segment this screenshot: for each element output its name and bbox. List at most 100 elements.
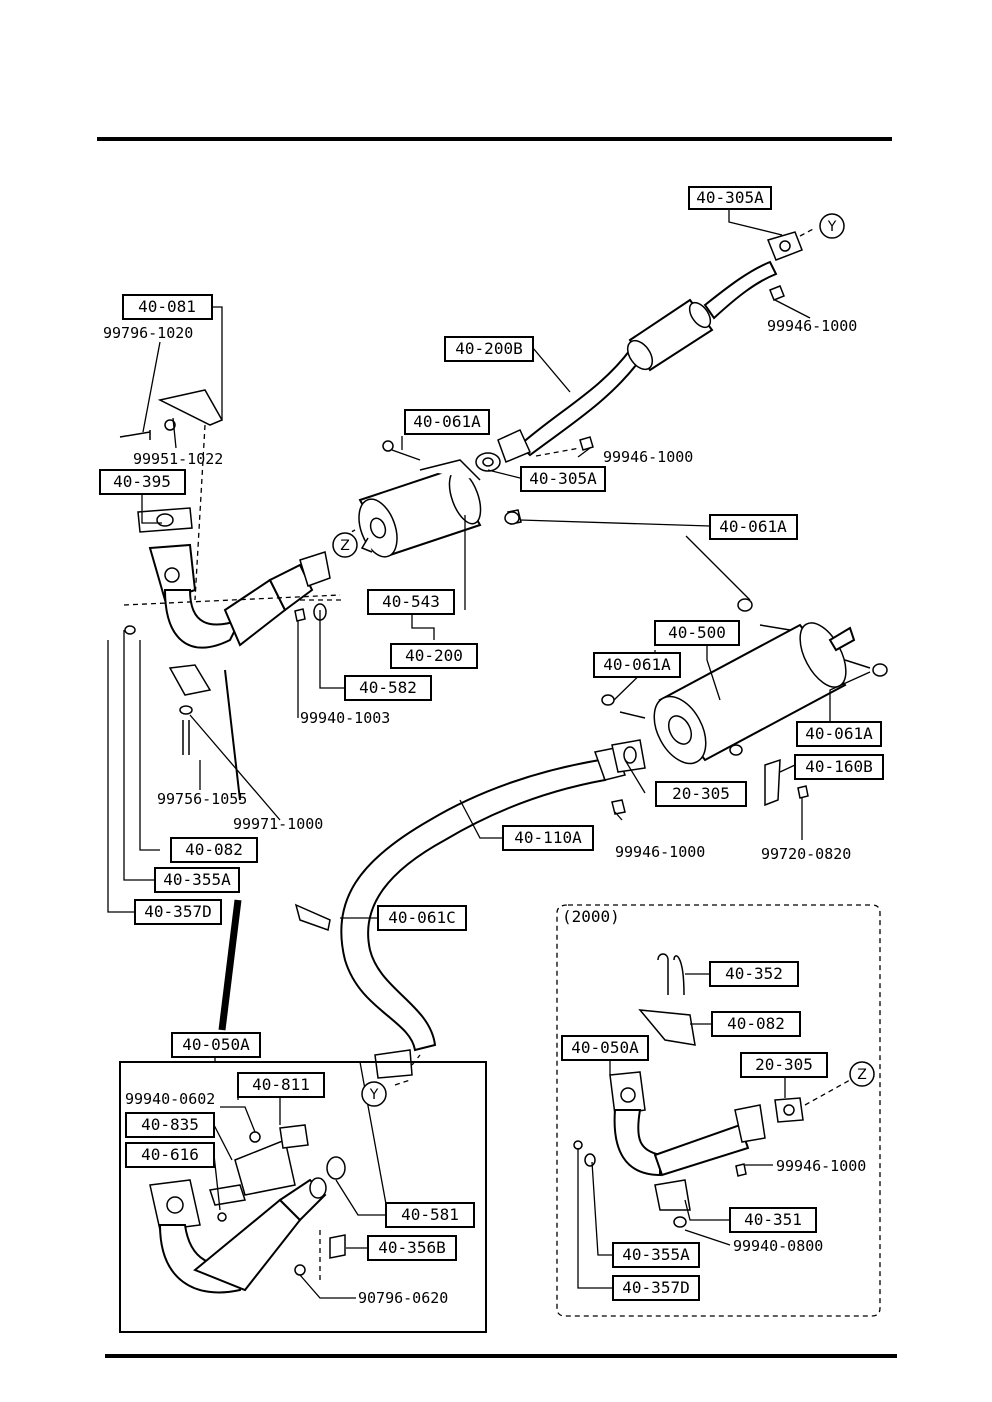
tail-pipe-drawing (497, 231, 803, 463)
part-label: 40-082 (170, 837, 258, 863)
inset-frame (119, 1061, 487, 1333)
part-number: 40-200B (455, 339, 522, 358)
part-label: 40-050A (171, 1032, 261, 1058)
part-number: 20-305 (755, 1055, 813, 1074)
part-number: 40-543 (382, 592, 440, 611)
part-label: 40-200B (444, 336, 534, 362)
part-number: 40-835 (141, 1115, 199, 1134)
part-number: 40-616 (141, 1145, 199, 1164)
gasket-drawing (475, 436, 594, 472)
part-number: 40-061A (413, 412, 481, 431)
rear-muffler-drawing (504, 511, 888, 807)
part-label: 40-050A (561, 1035, 649, 1061)
part-label: 40-081 (122, 294, 213, 320)
connection-marker-z: Z (332, 532, 358, 558)
part-number: 40-355A (163, 870, 231, 889)
svg-text:Z: Z (340, 538, 350, 554)
part-label: 40-500 (654, 620, 740, 646)
connection-markers: Y Z Y Z (332, 213, 875, 1107)
part-label: 40-305A (520, 466, 606, 492)
svg-text:Y: Y (827, 219, 837, 235)
part-label: 40-357D (134, 899, 222, 925)
ref-number: 99946-1000 (615, 843, 705, 861)
part-number: 40-500 (668, 623, 726, 642)
part-label: 20-305 (740, 1052, 828, 1078)
part-number: 40-061A (719, 517, 787, 536)
part-label: 40-581 (385, 1202, 475, 1228)
part-number: 40-581 (401, 1205, 459, 1224)
part-number: 40-200 (405, 646, 463, 665)
part-number: 40-357D (144, 902, 211, 921)
ref-number: 99946-1000 (603, 448, 693, 466)
part-number: 40-582 (359, 678, 417, 697)
part-label: 40-351 (729, 1207, 817, 1233)
part-number: 40-160B (805, 757, 872, 776)
inset-front-pipe-drawing (149, 1124, 346, 1294)
part-label: 40-543 (367, 589, 455, 615)
ref-number: 90796-0620 (358, 1289, 448, 1307)
center-pipe-drawing (294, 739, 646, 1079)
part-label: 40-160B (794, 754, 884, 780)
svg-text:Y: Y (369, 1087, 379, 1103)
ref-number: 99720-0820 (761, 845, 851, 863)
reference-numbers: 99796-1020 99946-1000 99951-1022 99946-1… (103, 317, 866, 1307)
part-label: 40-200 (390, 643, 478, 669)
variant-2000-drawing (573, 953, 804, 1228)
part-label: 40-395 (99, 469, 186, 495)
ref-number: 99940-0800 (733, 1237, 823, 1255)
part-label: 40-355A (612, 1242, 700, 1268)
part-number: 40-061A (805, 724, 873, 743)
part-label: 40-061A (404, 409, 490, 435)
part-label: 40-811 (237, 1072, 325, 1098)
part-label: 40-082 (711, 1011, 801, 1037)
ref-number: 99940-0602 (125, 1090, 215, 1108)
part-number: 40-811 (252, 1075, 310, 1094)
part-number: 40-081 (138, 297, 196, 316)
svg-text:Z: Z (857, 1067, 867, 1083)
part-number: 20-305 (672, 784, 730, 803)
part-label: 40-061A (796, 721, 882, 747)
connection-marker-y: Y (819, 213, 845, 239)
part-number: 40-050A (571, 1038, 639, 1057)
part-label: 40-835 (125, 1112, 215, 1138)
part-labels: 40-305A 40-081 40-200B 40-061A 40-305A 4… (99, 186, 884, 1301)
part-label: 40-352 (709, 961, 799, 987)
part-number: 40-395 (113, 472, 171, 491)
ref-number: 99756-1055 (157, 790, 247, 808)
part-number: 40-356B (378, 1238, 445, 1257)
ref-number: 99946-1000 (776, 1157, 866, 1175)
part-number: 40-082 (727, 1014, 785, 1033)
part-number: 40-050A (182, 1035, 250, 1054)
part-number: 40-061C (388, 908, 455, 927)
part-number: 40-351 (744, 1210, 802, 1229)
part-number: 40-082 (185, 840, 243, 859)
front-muffler-drawing (358, 440, 522, 558)
part-label: 40-355A (154, 867, 240, 893)
connection-marker-z: Z (849, 1061, 875, 1087)
variant-2000-frame (556, 904, 881, 1317)
part-label: 40-616 (125, 1142, 215, 1168)
ref-number: 99946-1000 (767, 317, 857, 335)
part-label: 40-061A (593, 652, 681, 678)
part-label: 20-305 (655, 781, 747, 807)
connection-marker-y: Y (361, 1081, 387, 1107)
part-label: 40-582 (344, 675, 432, 701)
part-number: 40-305A (696, 188, 764, 207)
ref-number: 99796-1020 (103, 324, 193, 342)
ref-number: 99940-1003 (300, 709, 390, 727)
part-label: 40-357D (612, 1275, 700, 1301)
part-number: 40-110A (514, 828, 582, 847)
part-label: 40-061C (377, 905, 467, 931)
part-number: 40-357D (622, 1278, 689, 1297)
part-label: 40-356B (367, 1235, 457, 1261)
ref-number: 99951-1022 (133, 450, 223, 468)
part-label: 40-305A (688, 186, 772, 210)
part-label: 40-110A (502, 825, 594, 851)
ref-number: 99971-1000 (233, 815, 323, 833)
variant-caption: (2000) (562, 907, 620, 926)
part-number: 40-061A (603, 655, 671, 674)
part-number: 40-355A (622, 1245, 690, 1264)
part-number: 40-305A (529, 469, 597, 488)
part-label: 40-061A (709, 514, 798, 540)
